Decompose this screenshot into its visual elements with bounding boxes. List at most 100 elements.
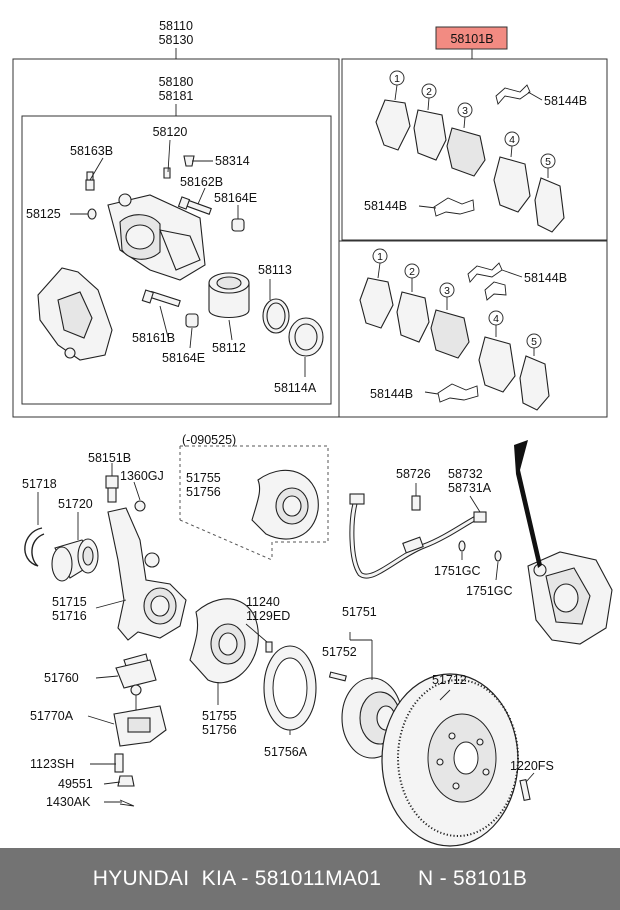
- callout-51770a[interactable]: 51770A: [30, 709, 74, 723]
- exploded-parts-diagram: 58110 58130 58101B 58180 58181 58120 581…: [12, 19, 613, 847]
- callout-number-2-top: 2: [426, 86, 432, 98]
- callout-58113[interactable]: 58113: [258, 263, 292, 277]
- callout-58114a[interactable]: 58114A: [274, 381, 317, 395]
- snap-ring: [24, 527, 45, 567]
- callout-51760[interactable]: 51760: [44, 671, 79, 685]
- brake-disc: [381, 673, 519, 847]
- callout-51716[interactable]: 51716: [52, 609, 87, 623]
- cotter-pin: [119, 799, 135, 807]
- highlighted-part-badge[interactable]: [435, 26, 508, 50]
- pad-set-top: [375, 99, 565, 233]
- pad-set-bottom: [359, 277, 550, 411]
- callout-number-3-bottom: 3: [444, 285, 450, 297]
- callout-51755-upper[interactable]: 51755: [186, 471, 221, 485]
- dust-shield-old: [251, 469, 319, 540]
- caliper-bracket: [37, 267, 113, 361]
- callout-1751gc-left[interactable]: 1751GC: [434, 564, 481, 578]
- callout-1220fs[interactable]: 1220FS: [510, 759, 554, 773]
- callout-58731a[interactable]: 58731A: [448, 481, 492, 495]
- callout-number-2-bottom: 2: [409, 266, 415, 278]
- footer-part-number-text: HYUNDAI KIA - 581011MA01 N - 58101B: [92, 867, 528, 890]
- callout-58162b[interactable]: 58162B: [180, 175, 223, 189]
- knuckle-nut: [134, 500, 146, 512]
- callout-58125[interactable]: 58125: [26, 207, 61, 221]
- callout-58164e-lower[interactable]: 58164E: [162, 351, 205, 365]
- callout-number-3-top: 3: [462, 105, 468, 117]
- callout-51755-lower[interactable]: 51755: [202, 709, 237, 723]
- callout-58144b-4[interactable]: 58144B: [370, 387, 413, 401]
- callout-51756a[interactable]: 51756A: [264, 745, 308, 759]
- hose-washer: [458, 540, 502, 562]
- callout-58732[interactable]: 58732: [448, 467, 483, 481]
- callout-11240[interactable]: 11240: [246, 595, 280, 609]
- pad-clip-bottom-right: [467, 262, 507, 301]
- pad-kit-frame-bottom: [338, 240, 608, 418]
- callout-number-1-top: 1: [394, 73, 400, 85]
- callout-51715[interactable]: 51715: [52, 595, 87, 609]
- callout-1751gc-right[interactable]: 1751GC: [466, 584, 513, 598]
- brake-hose: [349, 493, 487, 579]
- callout-58726[interactable]: 58726: [396, 467, 431, 481]
- callout-1123sh[interactable]: 1123SH: [30, 757, 74, 771]
- wheel-bearing: [51, 538, 99, 582]
- callout-51756-upper[interactable]: 51756: [186, 485, 221, 499]
- callout-51752[interactable]: 51752: [322, 645, 357, 659]
- callout-58101b[interactable]: 58101B: [450, 32, 493, 46]
- callout-51756-lower[interactable]: 51756: [202, 723, 237, 737]
- guide-pin-upper: [177, 196, 212, 215]
- callout-58314[interactable]: 58314: [215, 154, 250, 168]
- lower-nut: [117, 775, 135, 787]
- callout-58112[interactable]: 58112: [212, 341, 246, 355]
- pad-clip-bottom-left: [437, 383, 479, 403]
- disc-screw: [519, 778, 531, 802]
- small-plug: [87, 208, 97, 220]
- callout-51720[interactable]: 51720: [58, 497, 93, 511]
- shield-ring: [263, 645, 317, 731]
- wheel-edge: [514, 440, 542, 568]
- caliper-assembled: [527, 551, 613, 645]
- callout-58144b-3[interactable]: 58144B: [524, 271, 567, 285]
- callout-58164e-upper[interactable]: 58164E: [214, 191, 257, 205]
- callout-58144b-2[interactable]: 58144B: [364, 199, 407, 213]
- bleeder-nipple: [163, 167, 171, 179]
- caliper-subassembly-frame: [21, 115, 332, 405]
- callout-1430ak[interactable]: 1430AK: [46, 795, 91, 809]
- callout-51751[interactable]: 51751: [342, 605, 377, 619]
- lower-bolt: [114, 753, 124, 773]
- callout-58110[interactable]: 58110: [159, 19, 193, 33]
- callout-date-090525: (-090525): [182, 433, 236, 447]
- ball-joint: [115, 659, 157, 712]
- hose-bolt: [411, 495, 421, 511]
- pad-clip-top-right: [495, 84, 531, 105]
- guide-pin-lower: [141, 289, 181, 308]
- callout-number-4-top: 4: [509, 134, 515, 146]
- callout-1129ed[interactable]: 1129ED: [246, 609, 290, 623]
- caliper-piston: [208, 272, 250, 319]
- callout-58161b[interactable]: 58161B: [132, 331, 175, 345]
- pin-boot-lower: [185, 313, 199, 328]
- dust-shield-old-frame: [180, 445, 329, 560]
- callout-58181[interactable]: 58181: [159, 89, 194, 103]
- callout-58180[interactable]: 58180: [159, 75, 194, 89]
- callout-1360gj[interactable]: 1360GJ: [120, 469, 164, 483]
- part-number-footer: HYUNDAI KIA - 581011MA01 N - 58101B: [0, 848, 620, 910]
- callout-58163b[interactable]: 58163B: [70, 144, 113, 158]
- pad-clip-top-left: [433, 197, 475, 217]
- hub-stud: [328, 671, 347, 682]
- callout-58120[interactable]: 58120: [153, 125, 188, 139]
- callout-number-4-bottom: 4: [493, 313, 499, 325]
- pad-kit-frame-top: [341, 58, 608, 241]
- lower-arm-bracket: [113, 705, 167, 747]
- callout-58144b-1[interactable]: 58144B: [544, 94, 587, 108]
- knuckle-bolt: [105, 475, 119, 503]
- pin-boot-upper: [231, 218, 245, 232]
- steering-knuckle: [107, 507, 187, 685]
- callout-49551[interactable]: 49551: [58, 777, 93, 791]
- callout-51712[interactable]: 51712: [432, 673, 467, 687]
- callout-51718[interactable]: 51718: [22, 477, 57, 491]
- callout-58130[interactable]: 58130: [159, 33, 194, 47]
- dust-shield: [189, 598, 259, 684]
- callout-58151b[interactable]: 58151B: [88, 451, 131, 465]
- shield-bolt: [265, 641, 273, 653]
